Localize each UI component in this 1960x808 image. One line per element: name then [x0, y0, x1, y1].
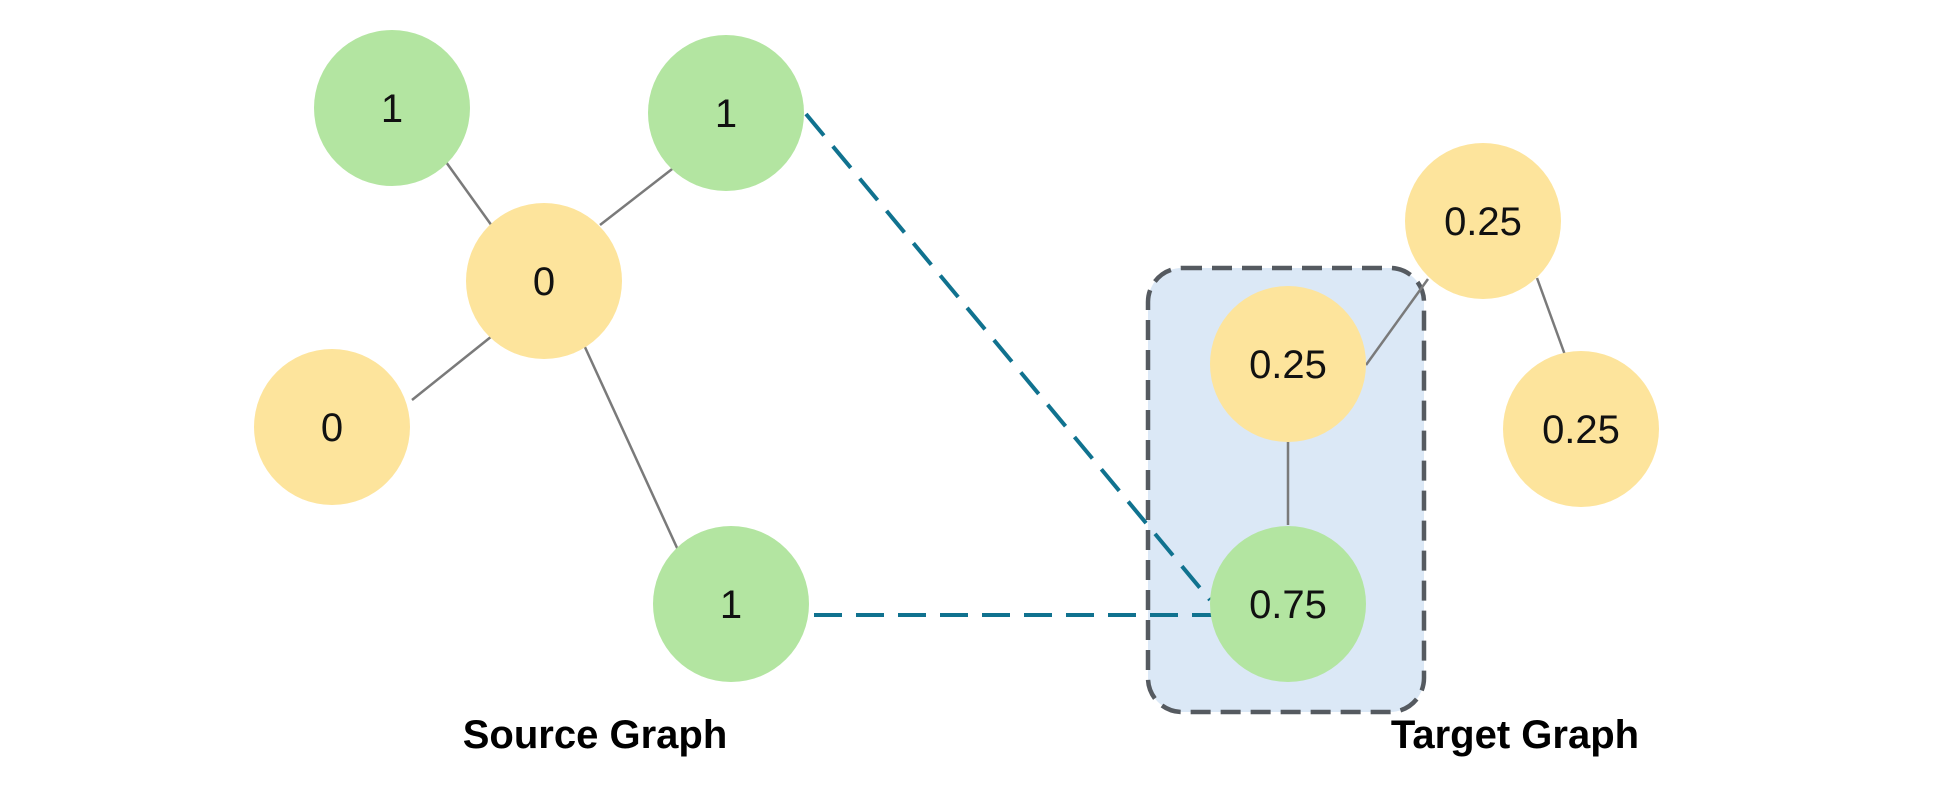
node-t-top: 0.25 [1405, 143, 1561, 299]
target-nodes: 0.25 0.25 0.25 0.75 [1210, 143, 1659, 682]
node-circle [1405, 143, 1561, 299]
node-s-left: 0 [254, 349, 410, 505]
node-s-top-right: 1 [648, 35, 804, 191]
node-s-bottom: 1 [653, 526, 809, 682]
source-edges [411, 161, 680, 551]
node-s-top-left: 1 [314, 30, 470, 186]
node-label: 0.25 [1444, 200, 1522, 244]
node-circle [1210, 526, 1366, 682]
node-t-right: 0.25 [1503, 351, 1659, 507]
cross-links [804, 112, 1212, 617]
node-circle [653, 526, 809, 682]
node-label: 1 [715, 92, 737, 136]
node-circle [254, 349, 410, 505]
node-circle [314, 30, 470, 186]
target-graph-caption: Target Graph [1391, 713, 1639, 757]
edge-s-top-right-center [599, 165, 677, 226]
node-label: 1 [720, 583, 742, 627]
edge-t-highlight-top-top [1364, 278, 1430, 366]
node-label: 0.25 [1249, 343, 1327, 387]
source-graph-caption: Source Graph [463, 713, 728, 757]
node-t-highlight-bottom: 0.75 [1210, 526, 1366, 682]
edge-t-top-right [1535, 277, 1567, 356]
edge-s-top-left-center [444, 161, 494, 227]
node-label: 1 [381, 87, 403, 131]
edge-s-left-center [411, 335, 493, 401]
node-label: 0.75 [1249, 583, 1327, 627]
node-t-highlight-top: 0.25 [1210, 286, 1366, 442]
node-label: 0.25 [1542, 408, 1620, 452]
node-label: 0 [321, 406, 343, 450]
target-edges [1286, 277, 1567, 525]
node-label: 0 [533, 260, 555, 304]
node-circle [466, 203, 622, 359]
node-circle [648, 35, 804, 191]
node-circle [1503, 351, 1659, 507]
source-nodes: 1 1 0 0 1 [254, 30, 809, 682]
edge-s-bottom-center [582, 344, 680, 551]
link-s-top-right-t-highlight-bottom [804, 112, 1212, 602]
node-s-center: 0 [466, 203, 622, 359]
node-circle [1210, 286, 1366, 442]
